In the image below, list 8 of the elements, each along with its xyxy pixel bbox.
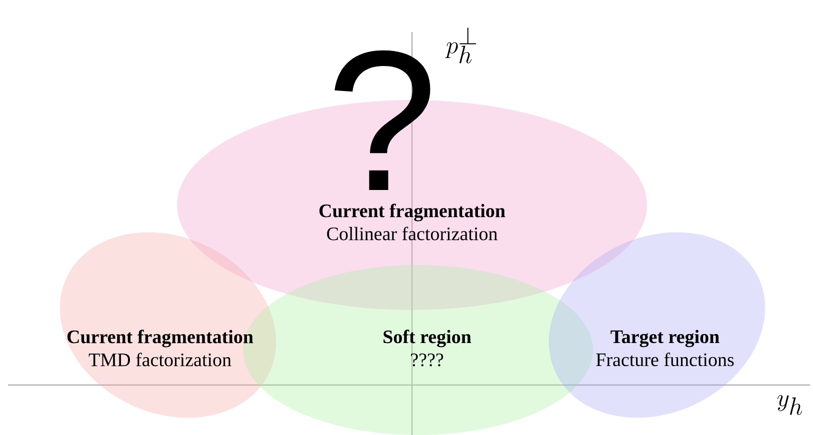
region-label: Target region Fracture functions (596, 330, 734, 366)
region-label: Current fragmentation Collinear factorization (319, 204, 506, 240)
axis-label: $p_h^{\perp}$ (445, 28, 476, 64)
region-label: Soft region ???? (384, 330, 472, 366)
axis-label: $y_h$ (777, 395, 802, 415)
region-label: Current fragmentation TMD factorization (67, 330, 254, 366)
question-mark: ? (334, 50, 430, 190)
region-blob (549, 232, 765, 418)
